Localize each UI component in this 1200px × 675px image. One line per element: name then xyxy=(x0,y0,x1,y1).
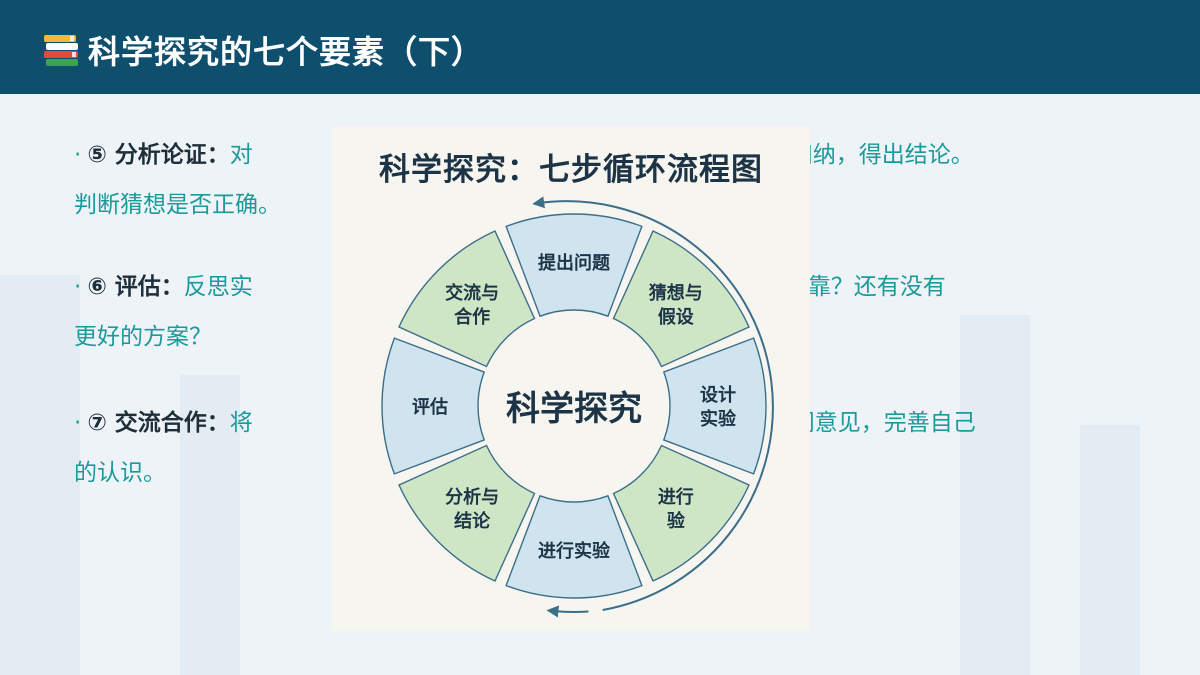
diagram-title: 科学探究：七步循环流程图 xyxy=(379,152,763,188)
cycle-segment xyxy=(662,337,767,475)
cycle-segment-label: 假设 xyxy=(658,306,694,328)
slide-title: 科学探究的七个要素（下） xyxy=(88,33,485,71)
paragraph-analysis: ·⑤ 分析论证：对比较、归纳，得出结论。 判断猜想是否正确。 xyxy=(74,130,1154,230)
paragraph-text: 对 xyxy=(229,142,253,168)
cycle-segment-label: 进行 xyxy=(658,486,694,508)
cycle-segment-label: 结论 xyxy=(454,510,491,532)
slide-header: 科学探究的七个要素（下） xyxy=(0,0,1200,94)
bullet: · xyxy=(74,274,82,300)
cycle-segment-label: 交流与 xyxy=(445,282,499,304)
cycle-segment-label: 进行实验 xyxy=(538,540,611,562)
cycle-segment xyxy=(381,337,486,475)
cycle-segment-label: 评估 xyxy=(412,396,448,418)
cycle-center-label: 科学探究 xyxy=(506,389,642,429)
cycle-segment xyxy=(505,213,643,318)
cycle-segment xyxy=(505,494,643,599)
paragraph-line: 的认识。 xyxy=(74,460,166,486)
cycle-segment xyxy=(612,230,750,368)
cycle-segment-label: 验 xyxy=(667,510,686,532)
paragraph-line: 判断猜想是否正确。 xyxy=(74,192,281,218)
cycle-segment-label: 设计 xyxy=(700,384,736,406)
term-label: ⑦ 交流合作： xyxy=(87,410,230,436)
cycle-diagram-image: 科学探究：七步循环流程图 提出问题猜想与假设设计实验进行验进行实验 分析与结论 评估… xyxy=(332,126,810,631)
cycle-segment-label: 猜想与 xyxy=(648,282,703,304)
cycle-segment-label: 实验 xyxy=(700,408,737,430)
bullet: · xyxy=(74,410,82,436)
paragraph-line: 更好的方案？ xyxy=(74,324,212,350)
paragraph-text: 将 xyxy=(229,410,253,436)
books-icon xyxy=(44,35,78,66)
cycle-segment-label: 提出问题 xyxy=(538,252,611,274)
cycle-arrow-tail xyxy=(546,605,589,618)
cycle-segment-label: 分析与 xyxy=(445,486,499,508)
cycle-segment xyxy=(612,444,750,582)
cycle-segment xyxy=(398,444,536,582)
term-label: ⑤ 分析论证： xyxy=(87,142,230,168)
cycle-arrow xyxy=(532,196,774,611)
bullet: · xyxy=(74,142,82,168)
term-label: ⑥ 评估： xyxy=(87,274,184,300)
cycle-segment-label: 合作 xyxy=(454,306,490,328)
cycle-segment xyxy=(398,230,536,368)
paragraph-text: 反思实 xyxy=(183,274,253,300)
